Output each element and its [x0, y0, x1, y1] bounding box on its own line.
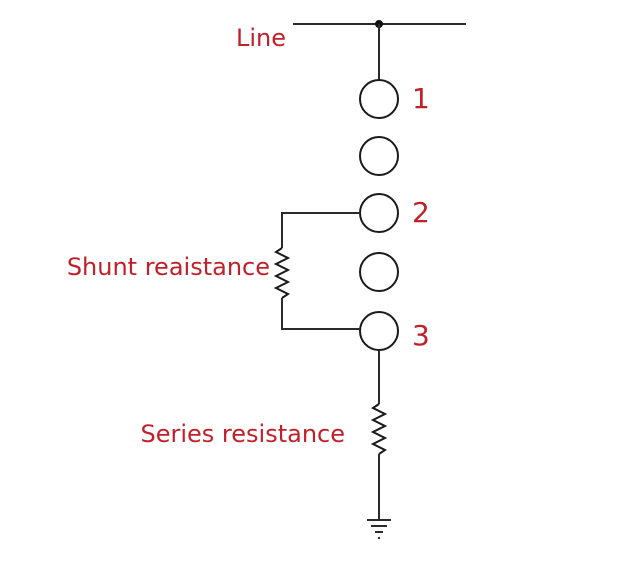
insulator-disc-2: [359, 193, 399, 233]
shunt-resistor-icon: [273, 247, 291, 299]
series-resistor-icon: [370, 403, 388, 455]
shunt-resistance-label: Shunt reaistance: [67, 253, 270, 281]
series-resistance-label: Series resistance: [140, 420, 345, 448]
ground-icon: [367, 519, 391, 539]
disc-1-label: 1: [412, 82, 430, 115]
insulator-disc-intermediate-b: [359, 252, 399, 292]
shunt-wire-top: [281, 212, 360, 248]
insulator-disc-intermediate-a: [359, 136, 399, 176]
disc-3-label: 3: [412, 319, 430, 352]
insulator-disc-1: [359, 79, 399, 119]
disc-2-label: 2: [412, 196, 430, 229]
insulator-disc-3: [359, 311, 399, 351]
shunt-wire-bottom: [281, 298, 360, 330]
line-label: Line: [236, 24, 286, 52]
